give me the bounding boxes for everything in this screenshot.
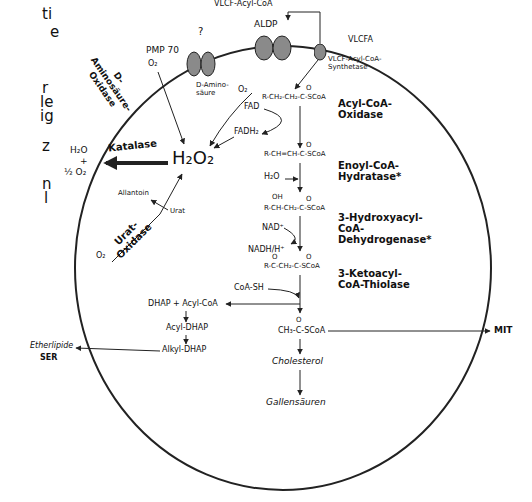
metabolite-label: + [80, 157, 88, 167]
enzyme-name: Katalase [108, 137, 158, 153]
formula-label: OH [272, 194, 283, 202]
enzyme-name: 3-Hydroxyacyl-CoA-Dehydrogenase* [338, 212, 428, 245]
protein-oval [314, 44, 326, 60]
organelle-label: SER [40, 354, 57, 363]
reaction-arrow [158, 72, 184, 144]
metabolite-label: FAD [244, 103, 260, 112]
reaction-arrow [285, 179, 298, 180]
enzyme-name: Urat-Oxidase [97, 204, 162, 269]
metabolite-label: O₂ [148, 60, 158, 69]
reaction-arrow [210, 93, 252, 146]
formula-label: CH₃-C-SCoA [278, 327, 325, 336]
metabolite-label: H₂O₂ [172, 148, 214, 168]
reaction-arrow [300, 106, 301, 148]
transport-connector [288, 12, 320, 44]
metabolite-label: NADH/H⁺ [248, 246, 285, 255]
metabolite-label: DHAP + Acyl-CoA [148, 300, 218, 309]
metabolite-label: D-Amino-säure [196, 82, 230, 97]
reaction-arrow [151, 200, 168, 210]
organelle-label: MIT [494, 326, 512, 336]
reaction-arrow [226, 304, 300, 305]
enzyme-name: Acyl-CoA-Oxidase [338, 98, 408, 120]
reaction-arrow [300, 370, 301, 395]
metabolite-label: O₂ [96, 252, 106, 261]
reaction-arrow [262, 109, 282, 134]
formula-label: O [306, 254, 312, 262]
reaction-arrow [300, 216, 301, 251]
metabolite-label: Etherlipide [30, 342, 73, 351]
cropped-text: ti [42, 6, 52, 23]
catalase-arrow [106, 161, 168, 165]
reaction-arrow [186, 335, 187, 344]
metabolite-label: VLCFA [348, 36, 373, 45]
metabolite-label: VLCF-Acyl-CoA [214, 0, 272, 9]
metabolite-label: H₂O [264, 173, 280, 182]
protein-oval [187, 52, 201, 76]
protein-oval [255, 36, 273, 60]
formula-label: R-CH-CH₂-C-SCoA [264, 205, 325, 213]
metabolite-label: Cholesterol [272, 357, 323, 367]
reaction-arrow [268, 289, 299, 298]
metabolite-label: CoA-SH [234, 284, 264, 293]
protein-name: PMP 70 [146, 46, 179, 56]
formula-label: O [272, 254, 278, 262]
metabolite-label: Alkyl-DHAP [162, 346, 206, 355]
protein-name: VLCF-Acyl-CoA-Synthetase [328, 56, 390, 71]
metabolite-label: Urat [170, 208, 185, 216]
reaction-arrow [214, 137, 234, 148]
metabolite-label: ½ O₂ [64, 168, 86, 178]
cropped-text: z [42, 138, 50, 155]
metabolite-label: O₂ [238, 86, 248, 95]
metabolite-label: FADH₂ [234, 128, 259, 137]
metabolite-label: NAD⁺ [262, 224, 284, 233]
cropped-text: ig [40, 108, 54, 125]
protein-name: ? [198, 26, 203, 37]
formula-label: O [306, 196, 312, 204]
cropped-text: l [44, 190, 48, 207]
metabolite-label: Gallensäuren [266, 398, 326, 408]
cropped-text: e [50, 24, 59, 41]
formula-label: R-CH₂-CH₂-C-SCoA [262, 94, 326, 102]
reaction-arrow [284, 228, 295, 244]
reaction-arrow [186, 311, 187, 322]
formula-label: O [306, 85, 312, 93]
formula-label: O [306, 142, 312, 150]
reaction-arrow [300, 339, 301, 354]
formula-label: R-C-CH₂-C-SCoA [264, 263, 320, 271]
formula-label: R-CH=CH-C-SCoA [264, 151, 326, 159]
peroxisome-membrane [75, 46, 491, 490]
enzyme-name: 3-Ketoacyl-CoA-Thiolase [338, 268, 418, 290]
reaction-arrows [76, 60, 490, 395]
membrane-protein: ALDP [252, 20, 294, 63]
membrane-protein: ? PMP 70 [146, 26, 218, 79]
protein-oval [273, 36, 291, 60]
enzyme-name: D-Aminosäure-Oxidase [80, 50, 140, 118]
metabolite-label: Acyl-DHAP [166, 324, 208, 333]
metabolite-label: H₂O [70, 146, 87, 156]
reaction-arrow [300, 163, 301, 192]
metabolite-label: Allantoin [118, 190, 149, 198]
membrane-protein: VLCF-Acyl-CoA-Synthetase [314, 44, 392, 74]
protein-name: ALDP [254, 20, 278, 30]
formula-label: O [296, 317, 302, 325]
protein-oval [201, 52, 215, 76]
reaction-arrow [328, 331, 490, 332]
enzyme-name: Enoyl-CoA-Hydratase* [338, 160, 418, 182]
reaction-arrow [300, 275, 301, 313]
reaction-arrow [76, 348, 160, 351]
